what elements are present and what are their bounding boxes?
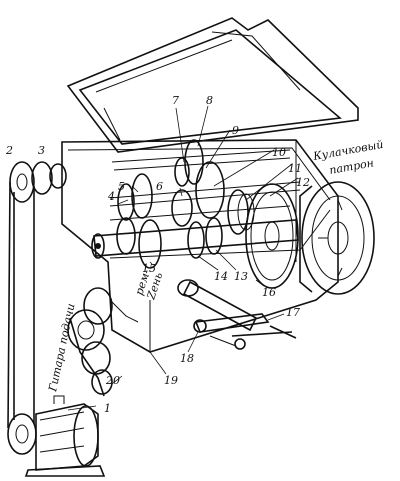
label-12: 12 xyxy=(296,176,310,189)
gear-set xyxy=(116,139,299,289)
chuck-caption-line2: патрон xyxy=(328,156,375,177)
part-numbers: 1 2 3 4 5 6 7 8 9 10 11 12 13 14 15 16 1… xyxy=(5,94,310,415)
pulley-3 xyxy=(31,161,53,195)
gear-13 xyxy=(205,217,223,255)
gear-left-lower xyxy=(116,217,136,255)
label-7: 7 xyxy=(172,94,179,107)
label-4: 4 xyxy=(107,190,115,203)
label-5: 5 xyxy=(118,180,125,193)
label-13: 13 xyxy=(234,270,248,283)
motor-pulley xyxy=(7,413,37,455)
feed-train-caption: Гитара подачи xyxy=(46,302,78,393)
gear-12 xyxy=(245,183,299,289)
label-18: 18 xyxy=(180,352,194,365)
feed-gear-train xyxy=(67,287,139,397)
label-2: 2 xyxy=(5,144,13,157)
jaw-chuck xyxy=(299,181,375,295)
belt-drive xyxy=(7,161,67,455)
gear-14 xyxy=(187,221,205,259)
gear-8 xyxy=(184,139,204,185)
label-16: 16 xyxy=(262,286,276,299)
chuck-caption-line1: Кулачковый xyxy=(311,138,384,163)
headstock-lid xyxy=(66,17,359,153)
label-3: 3 xyxy=(38,144,45,157)
upper-shafts xyxy=(109,149,301,221)
label-8: 8 xyxy=(206,94,213,107)
label-19: 19 xyxy=(164,374,178,387)
label-11: 11 xyxy=(288,162,302,175)
label-6: 6 xyxy=(156,180,163,193)
label-10: 10 xyxy=(272,146,286,159)
gear-6 xyxy=(171,189,193,227)
label-14: 14 xyxy=(214,270,228,283)
label-20: 20 xyxy=(105,374,120,387)
gear-15 xyxy=(138,219,162,269)
gear-4 xyxy=(117,183,135,221)
captions: Кулачковый патрон Гитара подачи рем- Zен… xyxy=(46,138,384,394)
label-9: 9 xyxy=(232,124,239,137)
gear-7 xyxy=(174,157,190,187)
gear-5 xyxy=(131,173,153,219)
label-17: 17 xyxy=(286,306,300,319)
feed-mechanism xyxy=(177,279,297,350)
leader-lines xyxy=(67,105,299,411)
gear-11 xyxy=(227,189,249,235)
label-15: 15 xyxy=(142,262,156,275)
electric-motor xyxy=(24,395,106,477)
label-1: 1 xyxy=(104,402,111,415)
